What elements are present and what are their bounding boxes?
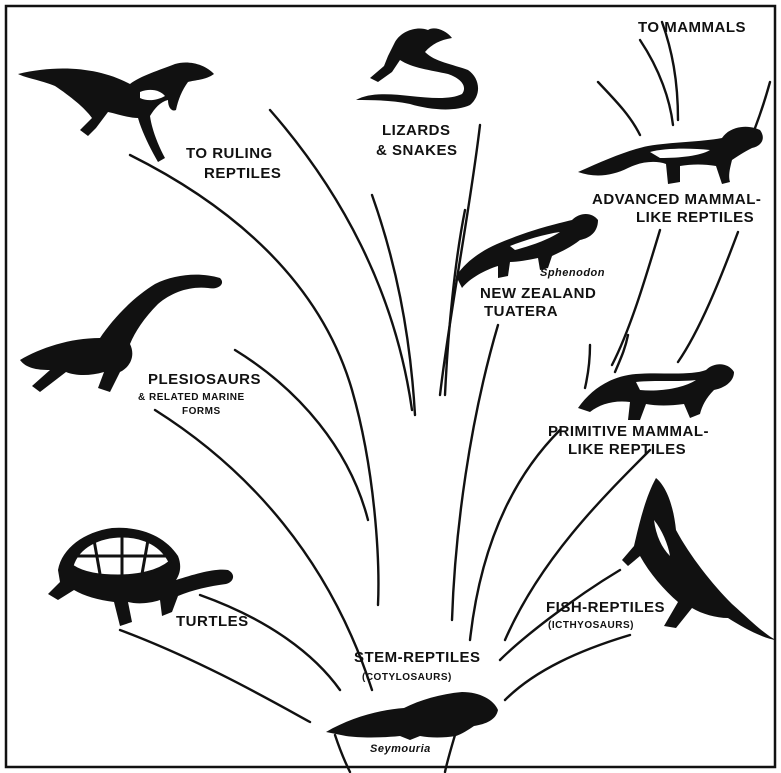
- branch-mammals-a: [598, 82, 640, 135]
- label-to-ruling-line1: TO RULING: [186, 145, 273, 162]
- label-lizards-line1: LIZARDS: [382, 122, 451, 139]
- label-advanced-line1: ADVANCED MAMMAL-: [592, 191, 761, 208]
- branch-mammals-d: [755, 82, 770, 128]
- label-tuatera-line1: NEW ZEALAND: [480, 285, 596, 302]
- label-primitive-line2: LIKE REPTILES: [568, 441, 686, 458]
- label-tuatera-line2: TUATERA: [484, 303, 558, 320]
- label-turtles: TURTLES: [176, 613, 249, 630]
- label-plesiosaurs-line3: FORMS: [182, 406, 221, 417]
- label-to-ruling-line2: REPTILES: [204, 165, 281, 182]
- label-advanced-line2: LIKE REPTILES: [636, 209, 754, 226]
- branch-tuatera-b: [452, 325, 498, 620]
- primitive-mammal-like-reptile-icon: [578, 364, 734, 420]
- label-lizards-line2: & SNAKES: [376, 142, 458, 159]
- label-plesiosaurs-line1: PLESIOSAURS: [148, 371, 261, 388]
- branch-turtles: [120, 630, 310, 722]
- branch-lizards-b: [372, 195, 415, 415]
- label-fish-reptiles-line2: (ICTHYOSAURS): [548, 620, 634, 631]
- branch-advanced-a: [612, 230, 660, 365]
- branch-advanced-c: [585, 345, 590, 388]
- label-seymouria: Seymouria: [370, 743, 431, 755]
- label-plesiosaurs-line2: & RELATED MARINE: [138, 392, 245, 403]
- turtle-icon: [48, 528, 233, 626]
- branch-fish-b: [505, 635, 630, 700]
- seymouria-icon: [326, 692, 498, 740]
- ruling-reptile-icon: [18, 62, 214, 162]
- branch-tuatera-a: [445, 210, 465, 395]
- advanced-mammal-like-reptile-icon: [578, 127, 763, 184]
- label-primitive-line1: PRIMITIVE MAMMAL-: [548, 423, 709, 440]
- label-to-mammals: TO MAMMALS: [638, 19, 746, 36]
- lizard-icon: [356, 28, 478, 109]
- branch-mammals-b: [640, 40, 673, 125]
- branch-advanced-b: [678, 232, 738, 362]
- label-stem-reptiles-line1: STEM-REPTILES: [354, 649, 481, 666]
- label-stem-reptiles-line2: (COTYLOSAURS): [362, 672, 452, 683]
- label-sphenodon: Sphenodon: [540, 267, 605, 279]
- label-fish-reptiles-line1: FISH-REPTILES: [546, 599, 665, 616]
